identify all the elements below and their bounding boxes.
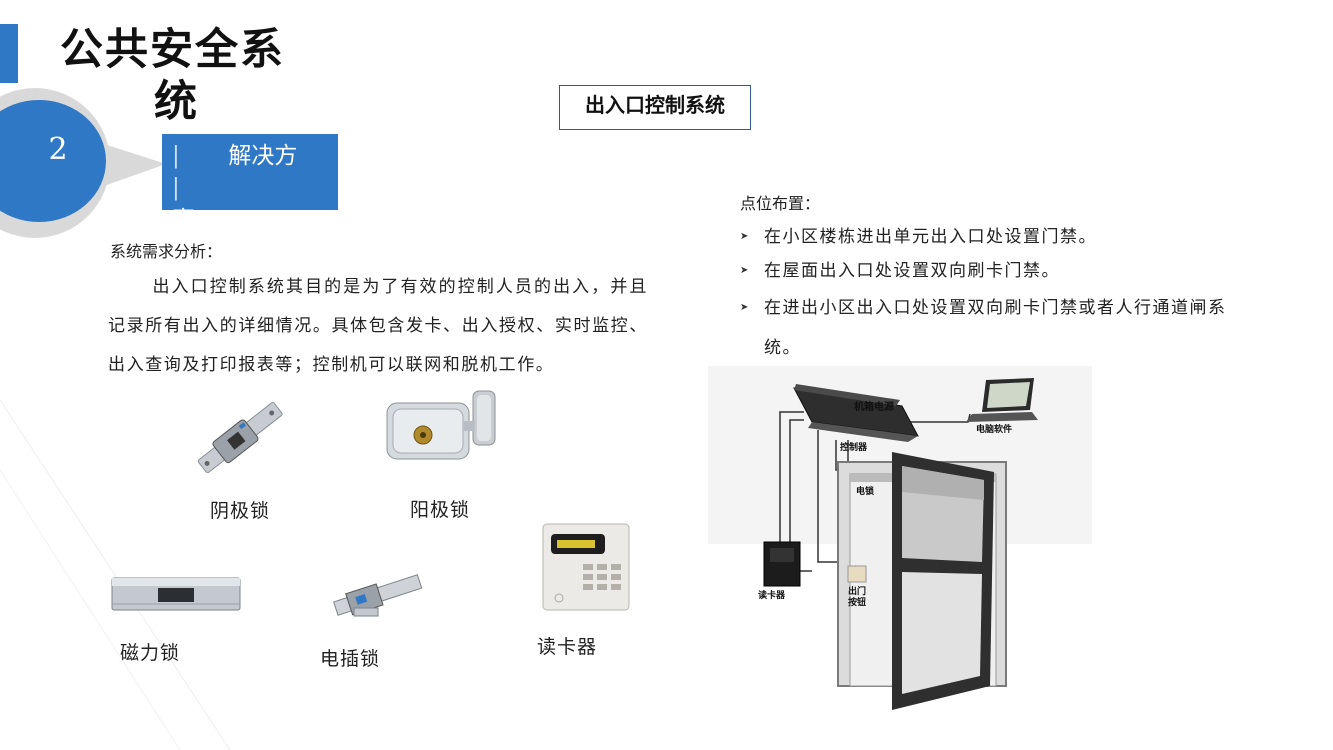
bullet-arrow-icon: ➤ — [740, 231, 750, 242]
exit-button-icon — [847, 565, 867, 583]
product-label: 阳极锁 — [409, 499, 470, 521]
section-label-text: 解决方 — [228, 143, 298, 169]
list-item: ➤ 在屋面出入口处设置双向刷卡门禁。 — [740, 254, 1240, 288]
product-label: 阴极锁 — [209, 500, 270, 522]
cathode-lock-icon — [197, 402, 283, 474]
product-electric-bolt-lock: 电插锁 — [318, 570, 438, 671]
title-accent-bar — [0, 24, 18, 83]
product-label: 磁力锁 — [120, 642, 181, 664]
controller-box-icon — [793, 384, 919, 442]
page-title: 公共安全系 统 — [60, 24, 300, 128]
card-reader-keypad-icon — [542, 523, 630, 611]
subsystem-title-box: 出入口控制系统 — [559, 85, 751, 130]
diagram-label-power: 机箱电源 — [854, 400, 894, 413]
section-label-bar-right: | — [172, 175, 180, 201]
page-title-line1: 公共安全系 — [60, 25, 285, 75]
page-title-line2: 统 — [154, 77, 199, 127]
door-icon — [892, 452, 994, 710]
laptop-icon — [966, 378, 1038, 422]
diagram-label-software: 电脑软件 — [976, 423, 1012, 435]
point-text: 在屋面出入口处设置双向刷卡门禁。 — [764, 261, 1060, 281]
points-list: ➤ 在小区楼栋进出单元出入口处设置门禁。 ➤ 在屋面出入口处设置双向刷卡门禁。 … — [740, 220, 1240, 368]
subsystem-title: 出入口控制系统 — [585, 93, 725, 117]
access-control-diagram: 机箱电源 控制器 电脑软件 电锁 出门按钮 读卡器 — [708, 366, 1092, 710]
analysis-body: 出入口控制系统其目的是为了有效的控制人员的出入，并且记录所有出入的详细情况。具体… — [108, 277, 648, 375]
product-label: 读卡器 — [537, 636, 598, 658]
section-pointer — [104, 144, 166, 186]
section-label-text-2: 案 — [172, 207, 195, 233]
rim-lock-icon — [386, 390, 496, 460]
section-label-bar: | — [172, 143, 180, 169]
analysis-paragraph: 出入口控制系统其目的是为了有效的控制人员的出入，并且记录所有出入的详细情况。具体… — [108, 268, 648, 385]
list-item: ➤ 在小区楼栋进出单元出入口处设置门禁。 — [740, 220, 1240, 254]
diagram-label-exit-button: 出门按钮 — [848, 585, 866, 608]
product-label: 电插锁 — [320, 648, 381, 670]
product-rim-lock: 阳极锁 — [370, 385, 510, 522]
section-number: 2 — [48, 132, 68, 167]
analysis-heading: 系统需求分析： — [110, 242, 223, 261]
product-card-reader: 读卡器 — [530, 520, 640, 659]
product-cathode-lock: 阴极锁 — [180, 398, 300, 523]
point-text: 在小区楼栋进出单元出入口处设置门禁。 — [764, 227, 1097, 247]
bullet-arrow-icon: ➤ — [740, 265, 750, 276]
diagram-label-controller: 控制器 — [840, 441, 868, 453]
list-item: ➤ 在进出小区出入口处设置双向刷卡门禁或者人行通道闸系统。 — [740, 288, 1240, 368]
diagram-label-reader: 读卡器 — [758, 589, 786, 601]
section-number-badge: 2 — [0, 100, 106, 222]
point-text: 在进出小区出入口处设置双向刷卡门禁或者人行通道闸系统。 — [764, 298, 1227, 358]
section-label: | 解决方 | 案 — [162, 134, 338, 233]
points-heading: 点位布置： — [740, 194, 821, 213]
exit-button-label: 出门 — [848, 585, 866, 597]
electric-bolt-lock-icon — [333, 574, 423, 617]
product-magnetic-lock: 磁力锁 — [106, 568, 246, 665]
diagram-label-lock: 电锁 — [856, 485, 874, 497]
bullet-arrow-icon: ➤ — [740, 302, 750, 313]
magnetic-lock-icon — [111, 577, 241, 611]
